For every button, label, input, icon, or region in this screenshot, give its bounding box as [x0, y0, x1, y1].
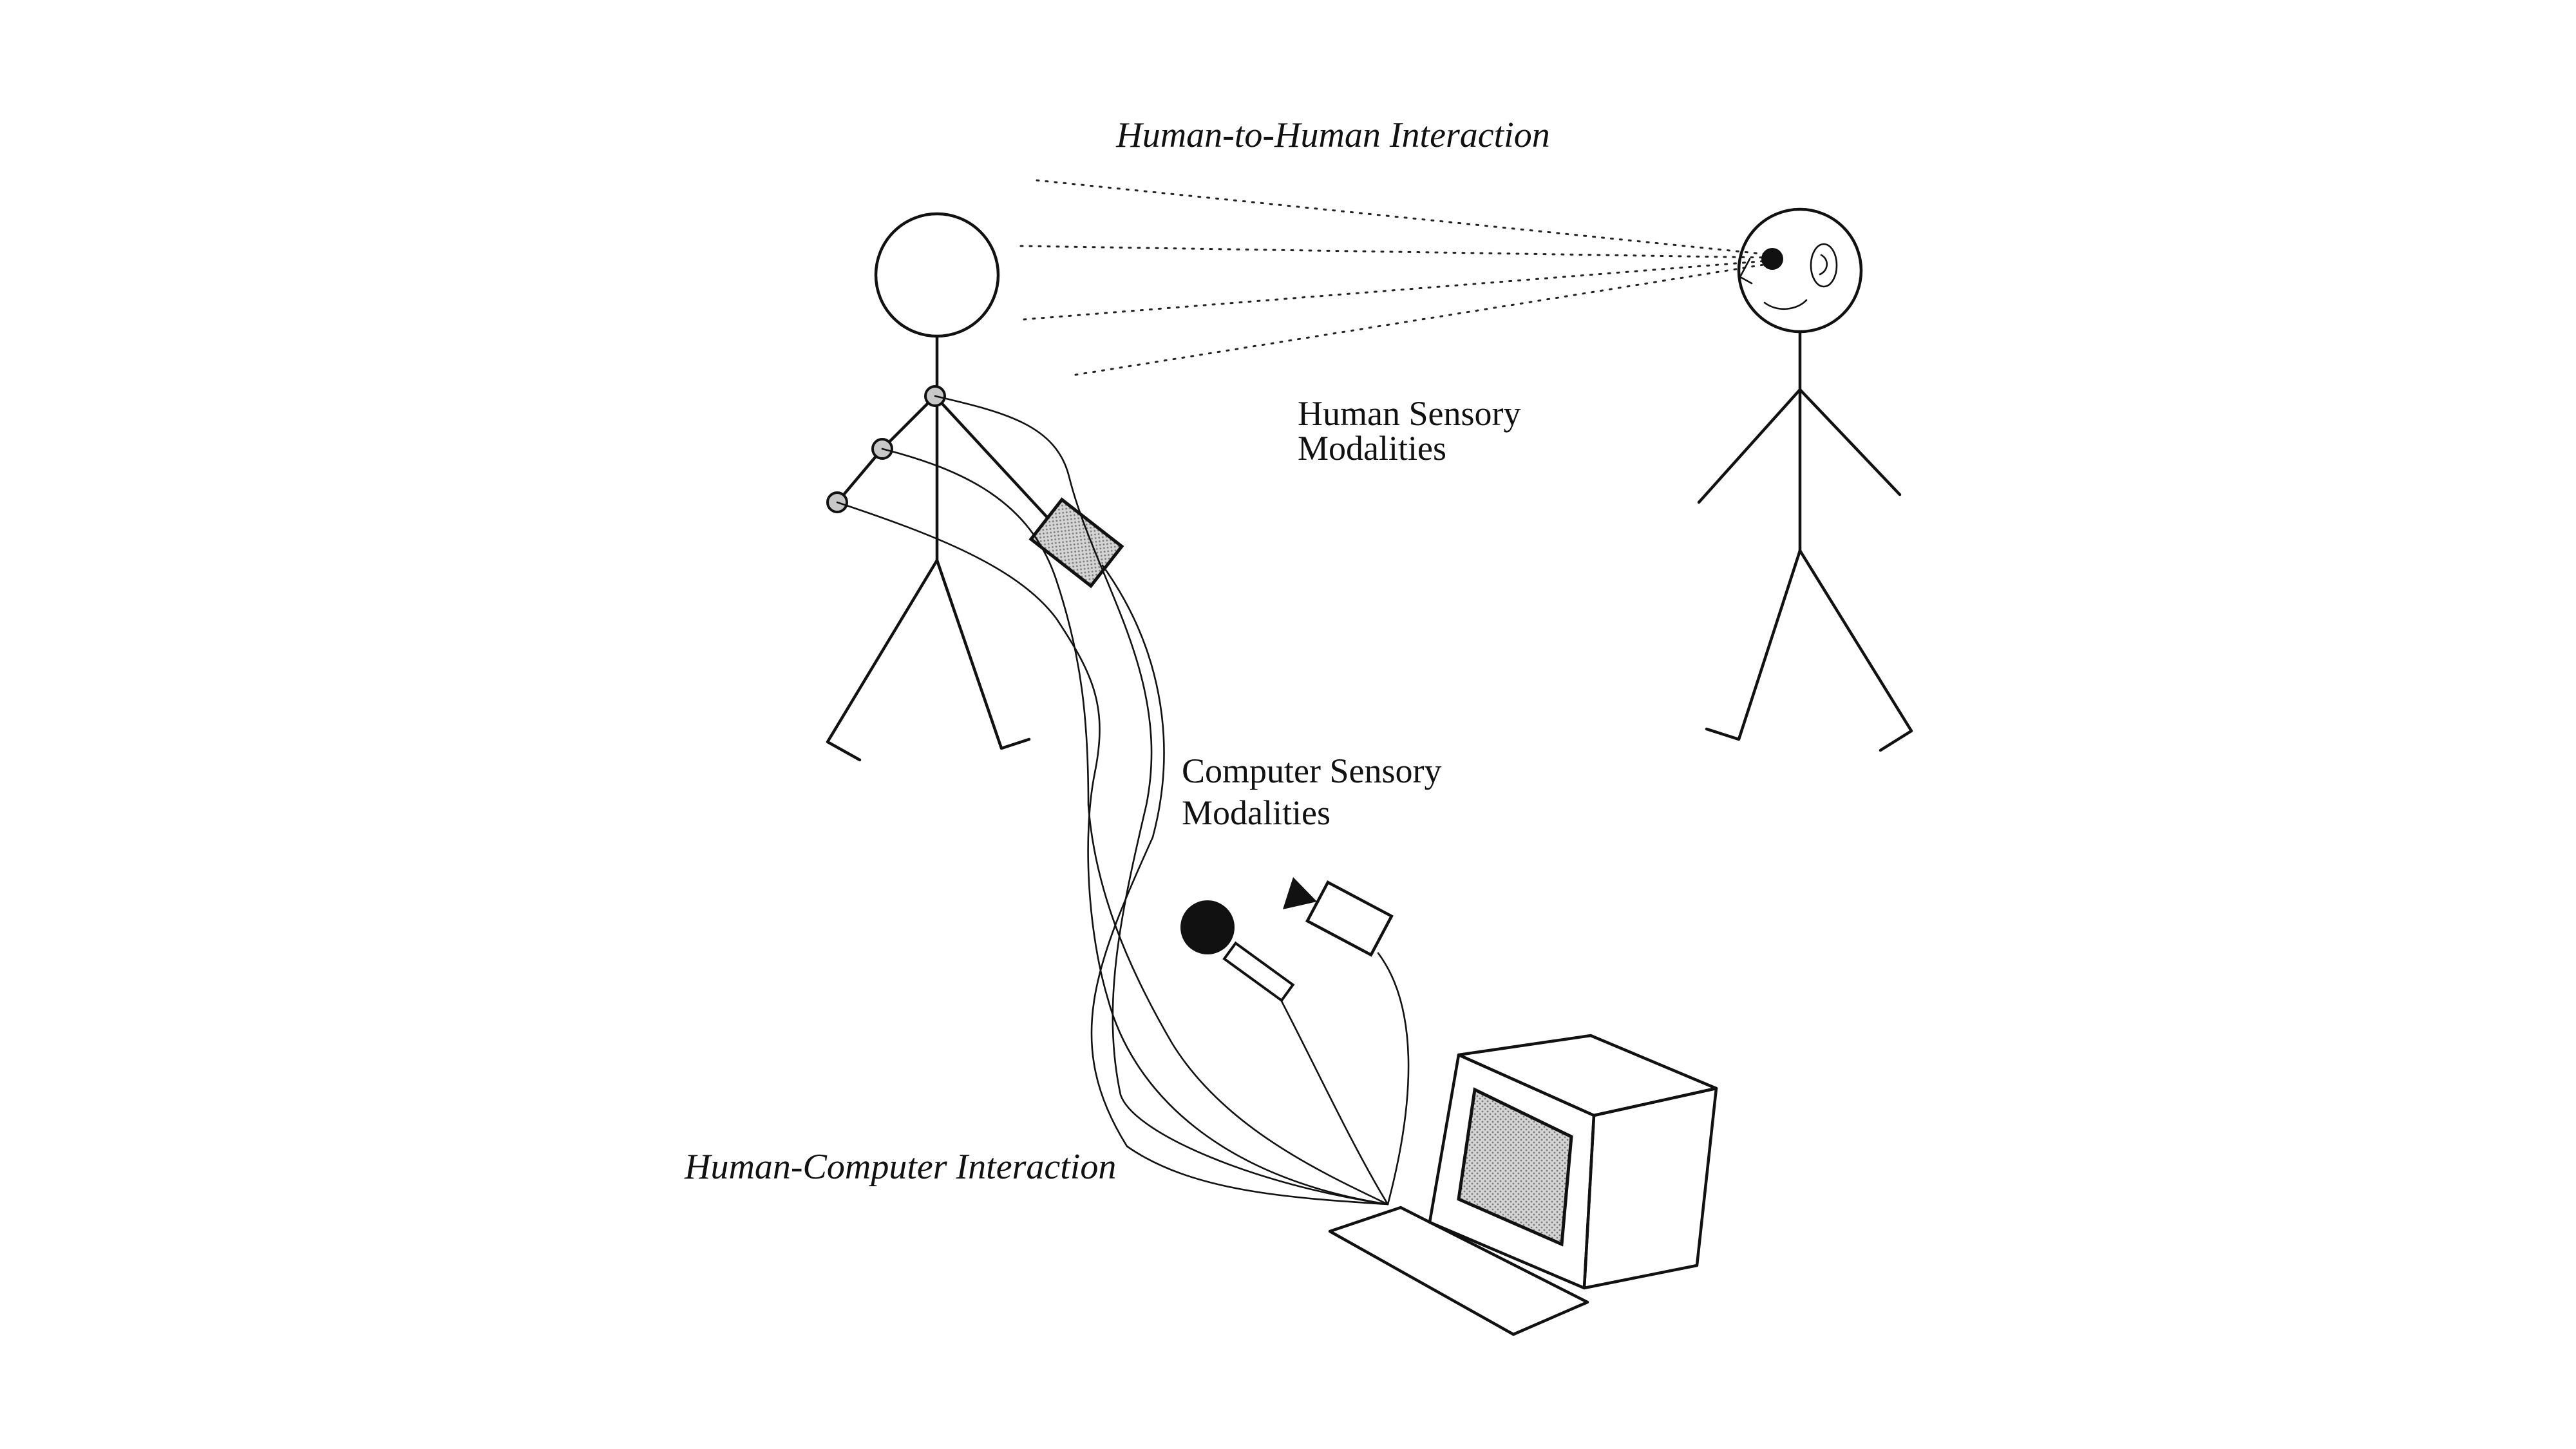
human-to-human-sight-lines: [1019, 179, 1769, 376]
stick-figure-observer: [1697, 207, 1913, 752]
keyboard-icon: [1328, 1206, 1589, 1336]
human-sensory-label-line2: Modalities: [1298, 429, 1446, 468]
observer-head: [1737, 207, 1863, 334]
computer-sensory-label-line1: Computer Sensory: [1182, 752, 1441, 790]
stick-figure-user: [826, 212, 1071, 762]
wearable-sensor-icon: [1028, 497, 1124, 589]
computer-monitor-icon: [1428, 1034, 1718, 1290]
video-camera-icon: [1283, 877, 1394, 957]
sight-line-2: [1019, 245, 1769, 259]
microphone-cable: [1277, 994, 1389, 1206]
user-left-leg: [826, 558, 939, 762]
human-sensory-label-line1: Human Sensory: [1298, 394, 1520, 433]
camera-body: [1305, 880, 1394, 957]
wearable-sensor-cable: [1090, 564, 1389, 1206]
camera-lens: [1283, 877, 1317, 909]
eye-icon: [1761, 248, 1783, 270]
shoulder-cable: [934, 395, 1389, 1206]
human-to-human-label: Human-to-Human Interaction: [1115, 115, 1549, 155]
wrist-cable: [836, 501, 1389, 1206]
monitor-screen: [1457, 1087, 1573, 1247]
camera-cable: [1377, 952, 1410, 1206]
monitor-side-face: [1582, 1086, 1718, 1290]
sight-line-4: [1074, 263, 1769, 376]
user-right-leg: [935, 558, 1031, 750]
observer-right-leg: [1798, 549, 1913, 752]
sensor-cables: [836, 395, 1410, 1206]
microphone-head: [1180, 900, 1235, 954]
sight-line-1: [1036, 179, 1769, 256]
observer-nose: [1739, 258, 1753, 285]
microphone-handle: [1222, 941, 1295, 1003]
keyboard-body: [1328, 1206, 1589, 1336]
microphone-icon: [1180, 900, 1295, 1003]
ear-icon: [1810, 243, 1838, 288]
observer-smile: [1763, 299, 1808, 310]
observer-left-leg: [1705, 549, 1802, 741]
ear-inner: [1819, 254, 1828, 276]
computer-sensory-label-line2: Modalities: [1182, 793, 1331, 832]
sight-line-3: [1023, 260, 1769, 321]
observer-left-arm: [1697, 388, 1802, 504]
elbow-cable: [881, 448, 1389, 1206]
user-head: [874, 212, 1000, 338]
wearable-sensor-body: [1028, 497, 1124, 589]
human-computer-label: Human-Computer Interaction: [684, 1147, 1116, 1187]
observer-right-arm: [1798, 388, 1902, 497]
